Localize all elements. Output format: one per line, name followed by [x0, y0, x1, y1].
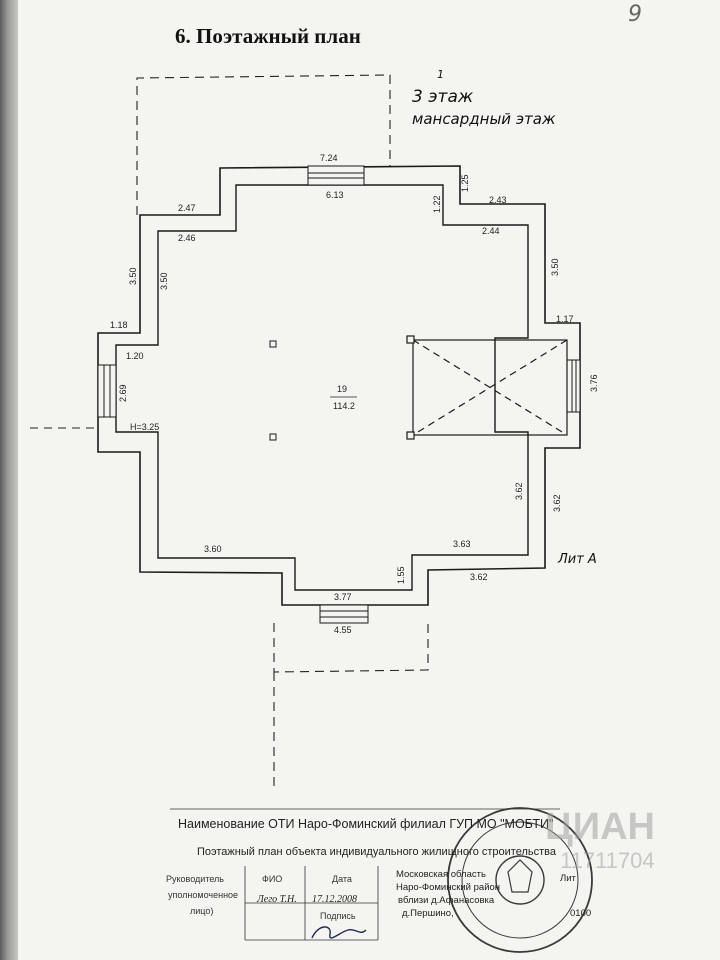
outer-wall	[97, 165, 581, 606]
window-left	[97, 364, 117, 418]
dim-top-window: 6.13	[326, 190, 344, 200]
fio-value: Лего Т.Н.	[257, 894, 297, 905]
responsible-sub: уполномоченное	[168, 890, 239, 900]
window-top	[307, 165, 365, 186]
watermark-id: 11711704	[560, 848, 655, 873]
address-suffix: Лит	[560, 873, 576, 884]
responsible-label: Руководитель	[166, 874, 224, 884]
floor-index: 1	[437, 68, 444, 81]
address-line-4: д.Першино,	[402, 908, 454, 919]
dim-bottom-window-inner: 3.77	[334, 592, 352, 602]
dim-right-window-span: 3.76	[589, 374, 599, 392]
plan-type-line: Поэтажный план объекта индивидуального ж…	[197, 846, 556, 858]
responsible-sub2: лицо)	[190, 906, 214, 916]
address-line-3: вблизи д.Афанасовка	[398, 895, 495, 906]
floor-label: 3 этаж	[412, 87, 474, 107]
watermark-brand: ЦИАН	[545, 806, 655, 848]
dim-left-upper-outer: 3.50	[128, 267, 138, 285]
dim-left-window-outer: 1.18	[110, 320, 128, 330]
window-right	[566, 359, 581, 413]
column-markers	[269, 340, 277, 441]
document-sheet	[18, 0, 720, 960]
dim-bottom-window-outer: 4.55	[334, 625, 352, 635]
dim-right-upper: 3.50	[550, 258, 560, 276]
dim-top-right-outer: 2.43	[489, 195, 507, 205]
room-area: 114.2	[333, 401, 355, 411]
dim-left-window-span: 2.69	[118, 384, 128, 402]
dim-left-window-inner: 1.20	[126, 351, 144, 361]
dim-top-outer: 7.24	[320, 153, 338, 163]
page-title: 6. Поэтажный план	[175, 24, 361, 48]
dim-bottom-right-inner: 3.63	[453, 539, 471, 549]
date-label: Дата	[332, 874, 352, 884]
dim-right-lower-outer: 3.62	[552, 494, 562, 512]
dim-right-lower-inner: 3.62	[514, 482, 524, 500]
footer-table-grid	[170, 808, 560, 941]
dim-step-inner: 1.22	[432, 195, 442, 213]
signature-label: Подпись	[320, 911, 356, 921]
address-code: 0100	[570, 908, 592, 919]
dashed-balcony-top	[136, 74, 391, 215]
dim-bottom-right-outer: 3.62	[470, 572, 488, 582]
page-number-mark: 9	[628, 2, 642, 27]
signature	[311, 926, 367, 939]
org-name-line: Наименование ОТИ Наро-Фоминский филиал Г…	[178, 817, 554, 831]
height-label: H=3.25	[130, 422, 159, 432]
inner-wall	[115, 184, 529, 591]
date-value: 17.12.2008	[312, 894, 357, 905]
address-line-1: Московская область	[396, 869, 486, 880]
dim-top-right-inner: 2.44	[482, 226, 500, 236]
dim-step-outer: 1.25	[460, 174, 470, 192]
stair-opening	[406, 335, 568, 440]
address-line-2: Наро-Фоминский район	[396, 882, 501, 893]
official-stamp	[447, 807, 593, 953]
floor-sublabel: мансардный этаж	[412, 110, 556, 128]
dim-bottom-left: 3.60	[204, 544, 222, 554]
dim-bottom-step: 1.55	[396, 566, 406, 584]
fio-label: ФИО	[262, 874, 283, 884]
window-bottom	[319, 604, 369, 624]
dim-top-left-outer: 2.47	[178, 203, 196, 213]
dashed-balcony-bottom	[273, 623, 429, 790]
dim-right-window-outer: 1.17	[556, 314, 574, 324]
room-number: 19	[337, 384, 347, 394]
dim-left-upper-inner: 3.50	[159, 272, 169, 290]
scan-shadow-edge	[0, 0, 22, 960]
dim-top-left-inner: 2.46	[178, 233, 196, 243]
lit-label: Лит А	[557, 552, 597, 567]
